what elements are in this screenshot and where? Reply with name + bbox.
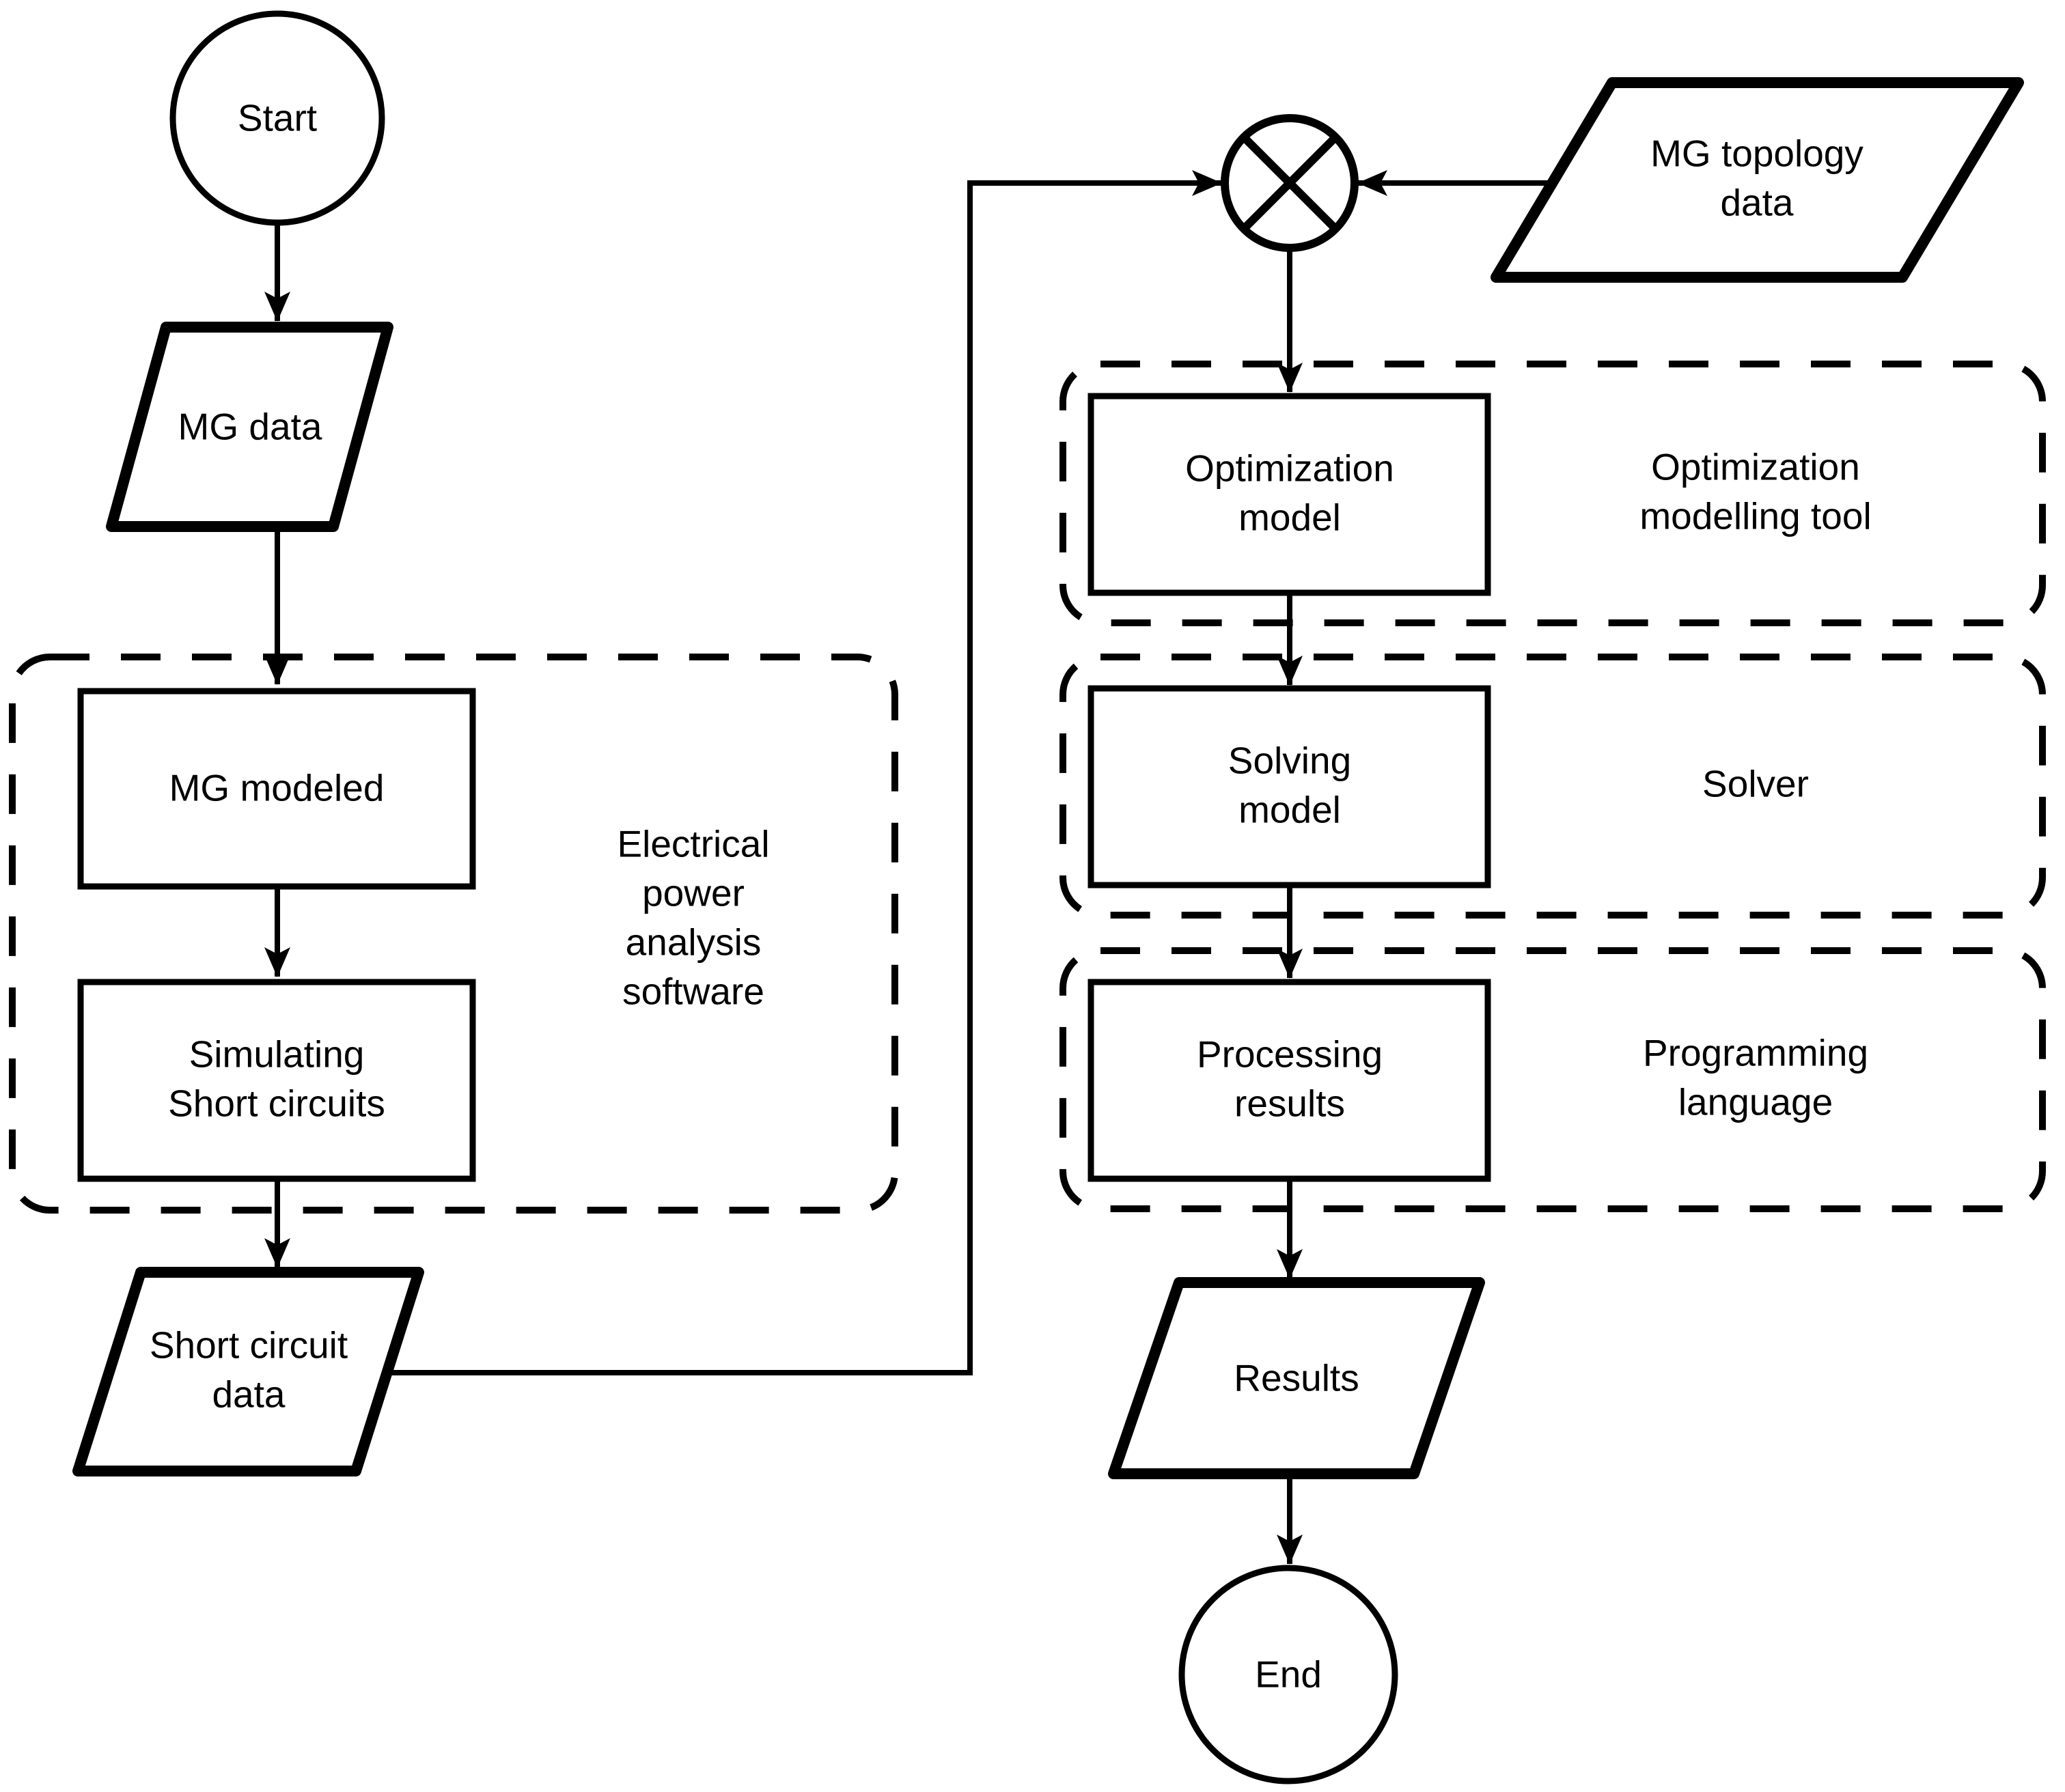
mg-data-parallelogram [106,322,393,532]
electrical-software-label-line1: Electrical [617,823,769,865]
end-circle [1178,1565,1398,1784]
node-optimization-model: Optimization model [1087,393,1491,596]
edge-short-circuit-data-to-junction [387,170,1222,1375]
mg-modeled-label: MG modeled [169,767,385,809]
optimization-model-rect [1087,393,1491,596]
merge-junction-cross-icon [1241,134,1339,232]
node-processing-results: Processing results [1087,979,1491,1182]
container-solver: Solver [1059,654,2046,919]
programming-language-dashed-border [1059,947,2046,1212]
end-label: End [1255,1653,1322,1696]
short-circuit-data-parallelogram [72,1267,424,1476]
container-programming-language: Programming language [1059,947,2046,1212]
processing-results-label-line1: Processing [1197,1033,1383,1076]
node-merge-junction [1221,114,1359,252]
mg-topology-data-label-line1: MG topology [1650,132,1863,175]
short-circuit-data-label-line2: data [212,1373,285,1416]
node-short-circuit-data: Short circuit data [72,1267,424,1476]
results-label: Results [1234,1357,1359,1399]
processing-results-rect [1087,979,1491,1182]
electrical-software-label-line3: analysis [626,921,762,964]
optimization-tool-label-line2: modelling tool [1639,495,1871,537]
start-label: Start [238,97,317,139]
node-mg-topology-data: MG topology data [1491,77,2024,283]
start-circle [169,10,385,226]
simulating-short-circuits-label-line2: Short circuits [168,1082,385,1125]
solver-dashed-border [1059,654,2046,919]
simulating-short-circuits-rect [77,979,476,1182]
node-results: Results [1108,1277,1485,1479]
mg-modeled-rect [77,688,476,890]
optimization-model-label-line2: model [1238,496,1341,539]
connectors [264,170,1551,1565]
mg-topology-data-parallelogram [1491,77,2024,283]
node-start: Start [169,10,385,226]
mg-data-label: MG data [178,406,322,448]
solving-model-label-line2: model [1238,789,1341,831]
solving-model-label-line1: Solving [1228,740,1351,782]
programming-language-label-line1: Programming [1643,1032,1868,1074]
electrical-software-dashed-border [9,654,898,1214]
solver-label: Solver [1702,763,1809,805]
optimization-model-label-line1: Optimization [1185,447,1394,490]
electrical-software-label-line4: software [622,970,764,1013]
node-simulating-short-circuits: Simulating Short circuits [77,979,476,1182]
node-solving-model: Solving model [1087,685,1491,888]
optimization-tool-dashed-border [1059,361,2046,626]
optimization-tool-label-line1: Optimization [1651,446,1860,488]
short-circuit-data-label-line1: Short circuit [150,1324,348,1367]
results-parallelogram [1108,1277,1485,1479]
programming-language-label-line2: language [1678,1081,1833,1123]
electrical-software-label-line2: power [642,872,745,914]
node-end: End [1178,1565,1398,1784]
solving-model-rect [1087,685,1491,888]
processing-results-label-line2: results [1234,1082,1345,1125]
container-optimization-modelling-tool: Optimization modelling tool [1059,361,2046,626]
mg-topology-data-label-line2: data [1720,182,1793,224]
node-mg-data: MG data [106,322,393,532]
node-mg-modeled: MG modeled [77,688,476,890]
container-electrical-power-analysis-software: Electrical power analysis software [9,654,898,1214]
simulating-short-circuits-label-line1: Simulating [189,1033,365,1076]
